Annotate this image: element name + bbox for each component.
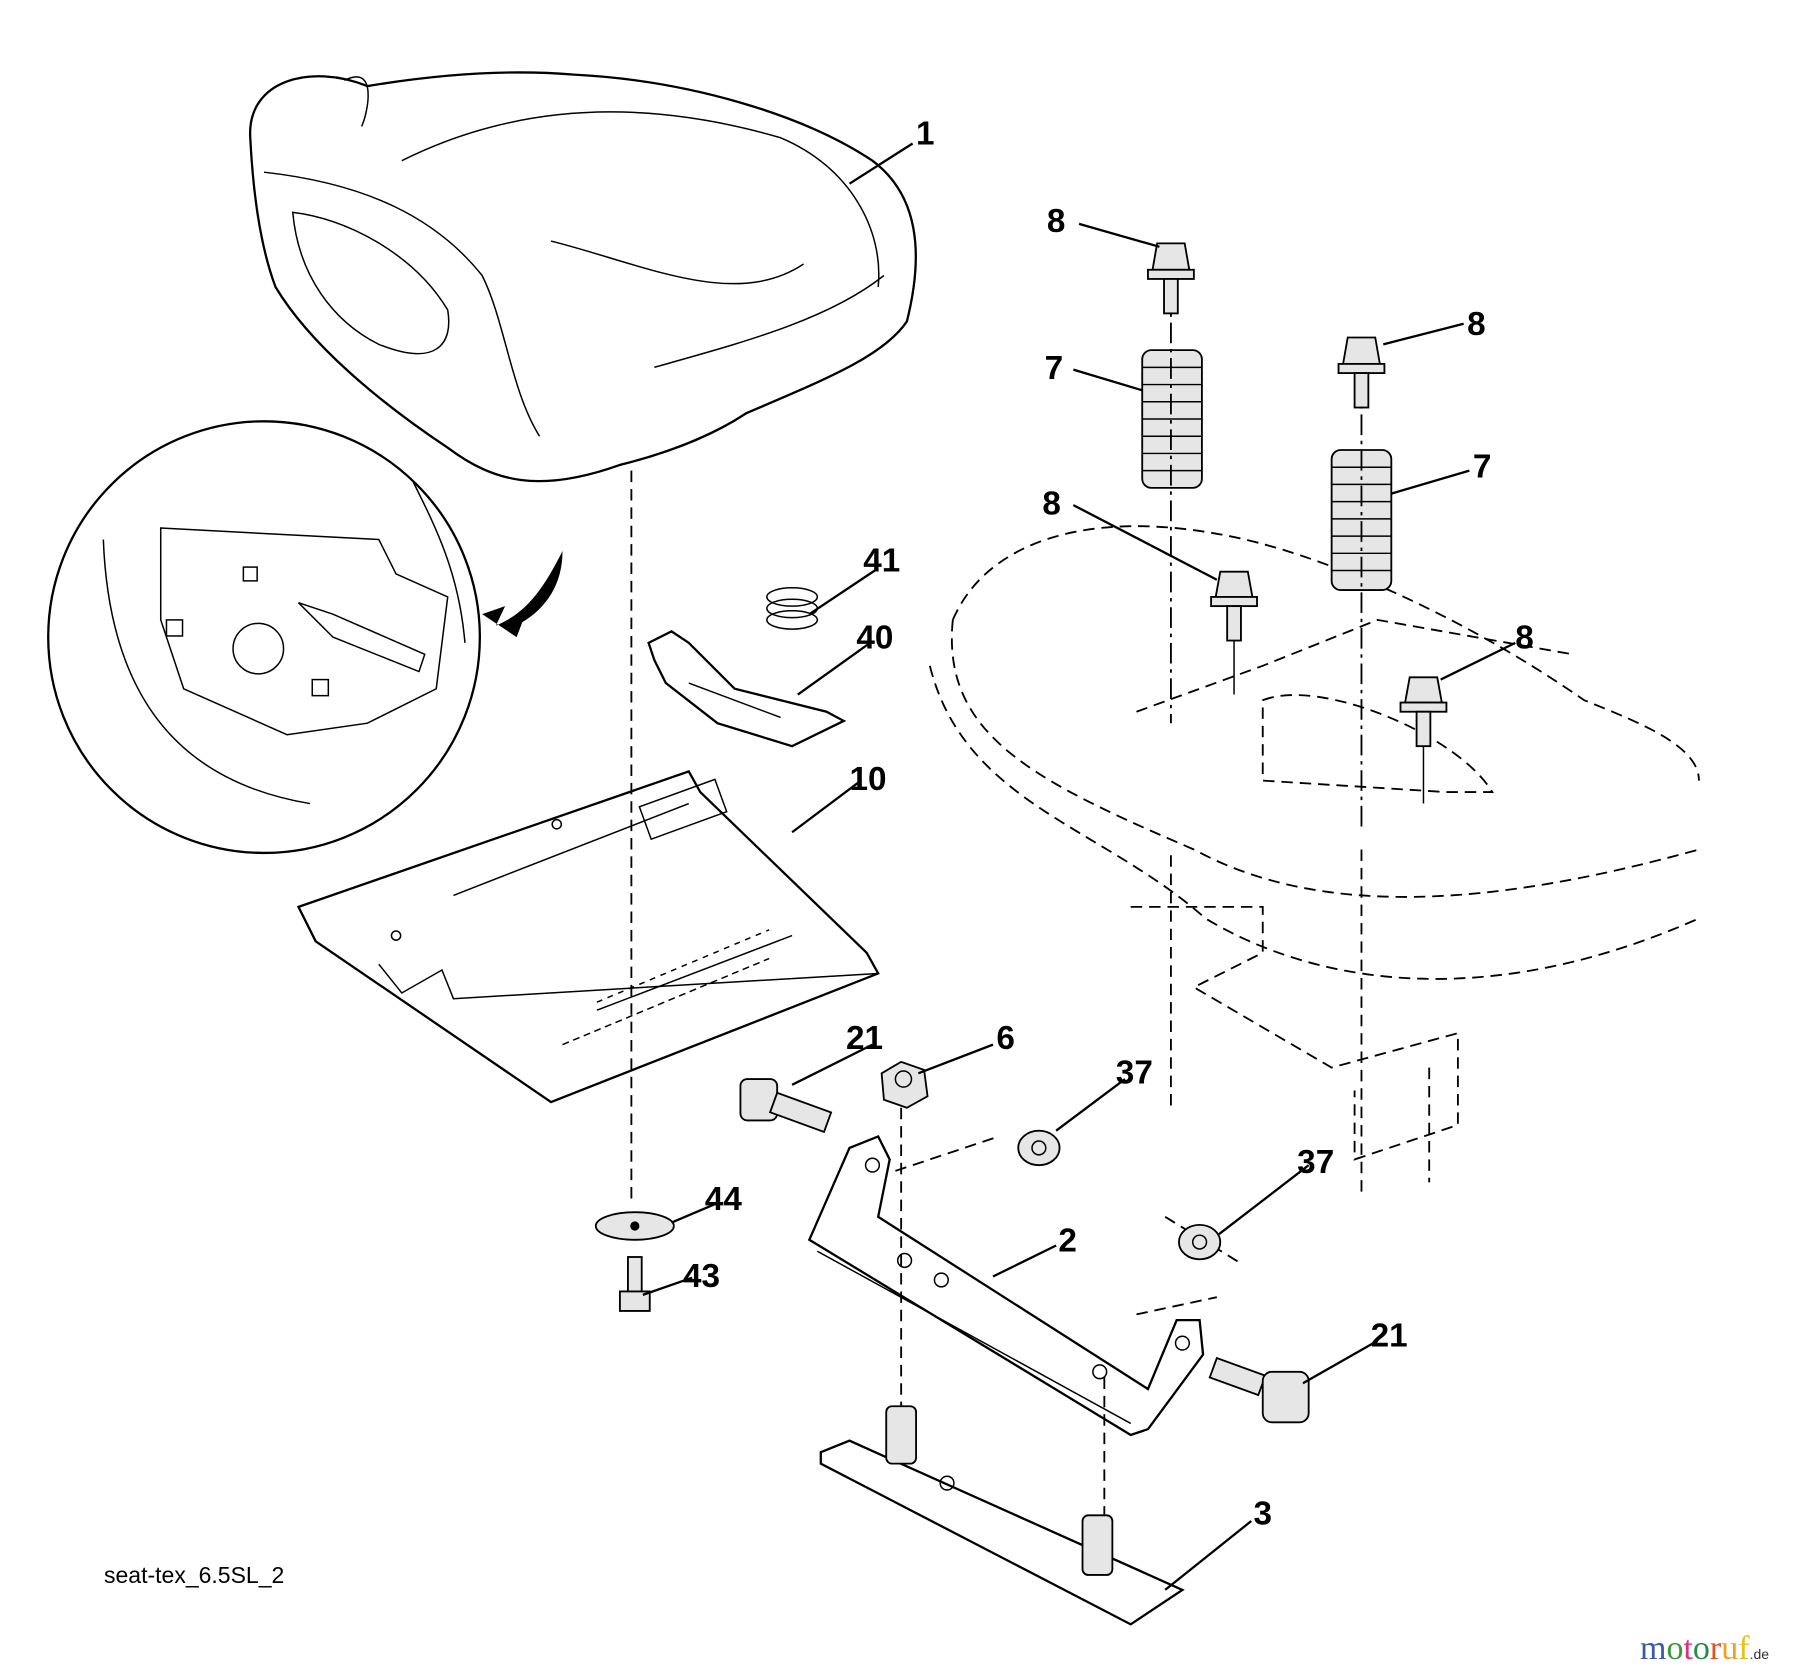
callout-21: 21: [1371, 1318, 1408, 1355]
callout-37: 37: [1116, 1055, 1153, 1092]
callout-41: 41: [863, 543, 900, 580]
seat-bracket-2-part: [807, 1135, 1205, 1437]
seat-switch-bracket-part: [647, 630, 847, 748]
watermark-logo: motoruf.de: [1640, 1630, 1770, 1667]
callout-8: 8: [1047, 203, 1066, 240]
seat-pan-part: [296, 770, 880, 1104]
diagram-caption: seat-tex_6.5SL_2: [104, 1562, 285, 1588]
callout-1: 1: [916, 116, 935, 153]
nut-37-lower-part: [1178, 1223, 1222, 1261]
callout-37: 37: [1297, 1144, 1334, 1181]
watermark-letter: o: [1692, 1630, 1710, 1667]
callout-7: 7: [1045, 350, 1064, 387]
callout-44: 44: [705, 1181, 743, 1218]
callout-43: 43: [683, 1258, 720, 1295]
bolt-43-part: [618, 1256, 651, 1312]
callout-6: 6: [996, 1020, 1015, 1057]
callout-8: 8: [1042, 485, 1061, 522]
watermark-text: motoruf: [1640, 1630, 1750, 1667]
watermark-letter: o: [1666, 1630, 1684, 1667]
callout-8: 8: [1467, 306, 1486, 343]
detail-inset: [47, 420, 563, 855]
leader-lines: [642, 142, 1516, 1591]
watermark-letter: t: [1683, 1630, 1693, 1667]
spring-41-part: [766, 587, 819, 630]
callout-40: 40: [856, 620, 893, 657]
bolts-8-parts: [1147, 242, 1448, 748]
watermark-letter: u: [1721, 1630, 1739, 1667]
callout-7: 7: [1473, 449, 1492, 486]
watermark-letter: r: [1709, 1630, 1722, 1667]
watermark-letter: f: [1738, 1630, 1750, 1667]
callout-21: 21: [846, 1020, 883, 1057]
seat-part: [249, 71, 917, 483]
callout-2: 2: [1058, 1222, 1077, 1259]
callout-8: 8: [1515, 620, 1534, 657]
plate-3-part: [819, 1405, 1185, 1626]
nut-6-part: [880, 1060, 929, 1109]
callout-10: 10: [849, 761, 886, 798]
watermark-letter: m: [1640, 1630, 1667, 1667]
bolt-21-right-part: [1208, 1356, 1310, 1424]
spring-7-left-part: [1141, 349, 1203, 489]
fender-outline: [928, 525, 1700, 1161]
callout-3: 3: [1254, 1495, 1273, 1532]
bolt-21-left-part: [739, 1078, 833, 1134]
nut-37-upper-part: [1017, 1129, 1061, 1167]
washer-44-part: [594, 1211, 675, 1241]
callout-numbers: 1 8 8 7 7 8 8 41 40 10 21 6 37 37 44 43 …: [683, 116, 1534, 1533]
